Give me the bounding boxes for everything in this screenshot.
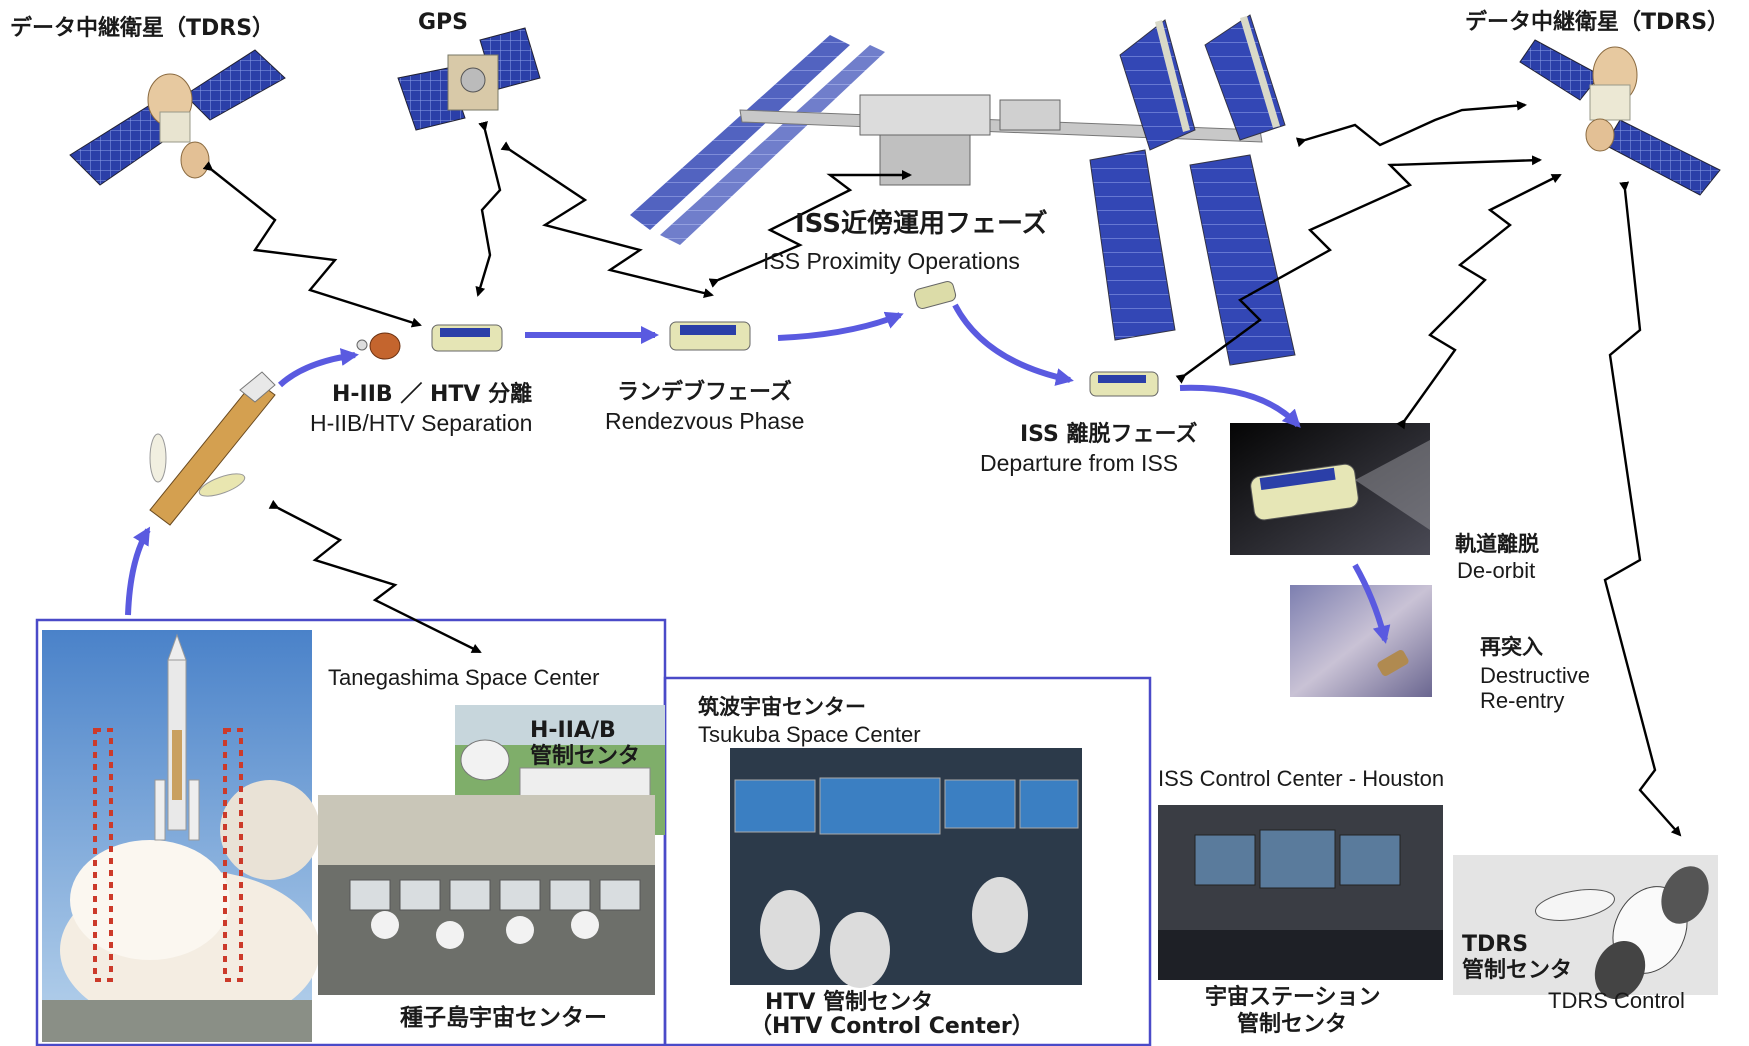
departure-jp: ISS 離脱フェーズ [1020,422,1198,447]
h2b-rocket-separation [149,332,401,526]
deorbit-en: De-orbit [1457,558,1536,583]
htv-control-photo [730,748,1082,988]
houston-jp-1: 宇宙ステーション [1205,985,1381,1010]
h2ab-control-line2: 管制センタ [530,744,641,769]
reentry-en-1: Destructive [1480,663,1591,688]
separation-en: H-IIB/HTV Separation [310,410,533,436]
h2ab-control-line1: H-IIA/B [530,718,616,743]
htv-control-en: （HTV Control Center） [750,1014,1034,1039]
htv-vehicles [431,281,1159,397]
flight-path-arrows [125,303,1391,644]
tsukuba-jp: 筑波宇宙センター [698,695,866,719]
houston-control-photo [1158,805,1443,980]
tdrs-control-jp-1: TDRS [1462,932,1529,957]
launch-photo [42,630,320,1042]
departure-en: Departure from ISS [980,450,1179,476]
htv-control-jp: HTV 管制センタ [765,990,934,1015]
rendezvous-en: Rendezvous Phase [605,408,805,434]
tanegashima-control-photo [318,795,655,995]
tdrs-right-satellite [1519,39,1721,196]
gps-satellite [397,27,541,131]
separation-jp: H-IIB ／ HTV 分離 [332,382,533,407]
proximity-jp: ISS近傍運用フェーズ [795,209,1048,239]
tdrs-left-label: データ中継衛星（TDRS） [10,16,275,41]
tanegashima-jp: 種子島宇宙センター [400,1005,607,1031]
tdrs-left-satellite [69,49,286,186]
tdrs-control-jp-2: 管制センタ [1462,958,1573,983]
tdrs-right-label: データ中継衛星（TDRS） [1465,10,1730,35]
houston-en: ISS Control Center - Houston [1158,766,1445,791]
deorbit-image [1230,423,1430,555]
houston-jp-2: 管制センタ [1237,1012,1348,1037]
tsukuba-en: Tsukuba Space Center [698,722,921,747]
tdrs-control-en: TDRS Control [1548,988,1685,1013]
tsukuba-frame [663,676,1152,1046]
reentry-jp: 再突入 [1480,635,1543,659]
proximity-en: ISS Proximity Operations [763,248,1020,274]
reentry-en-2: Re-entry [1480,688,1565,713]
rendezvous-jp: ランデブフェーズ [617,380,792,405]
tanegashima-en: Tanegashima Space Center [328,665,600,690]
gps-label: GPS [418,10,469,35]
deorbit-jp: 軌道離脱 [1455,532,1539,556]
tdrs-control-photo [1453,855,1718,1000]
reentry-image [1290,585,1432,697]
comm-links [202,100,1682,837]
